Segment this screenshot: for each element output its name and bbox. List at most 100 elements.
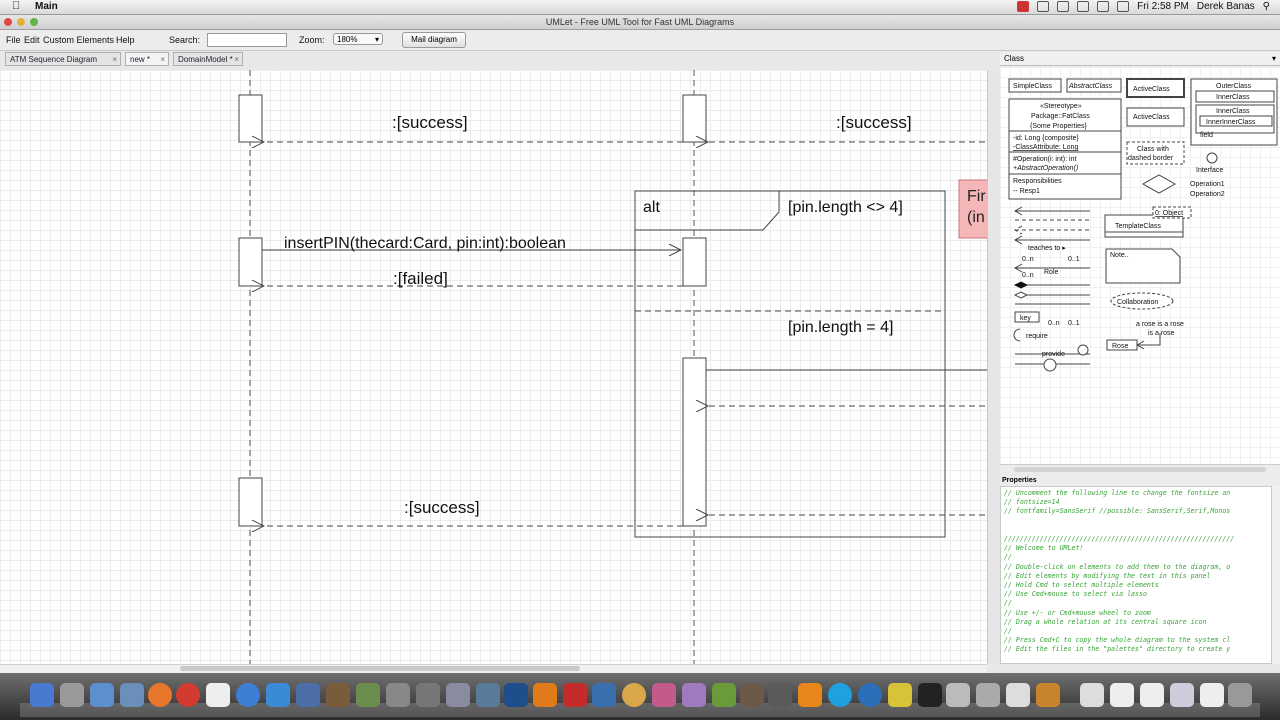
photo-icon[interactable] xyxy=(326,683,350,707)
fat-class-element[interactable] xyxy=(1008,98,1122,200)
activation-bar[interactable] xyxy=(682,357,707,527)
safari-icon[interactable] xyxy=(120,683,144,707)
activation-bar[interactable] xyxy=(238,477,263,527)
provide-icon[interactable] xyxy=(1077,344,1089,356)
app-menu-name[interactable]: Main xyxy=(35,1,58,12)
tools-icon[interactable] xyxy=(386,683,410,707)
close-icon[interactable]: × xyxy=(112,55,117,64)
sketch-icon[interactable] xyxy=(356,683,380,707)
clock[interactable]: Fri 2:58 PM xyxy=(1137,1,1189,12)
calculator-icon[interactable] xyxy=(946,683,970,707)
canvas-horizontal-scrollbar[interactable] xyxy=(0,664,987,673)
interface-icon[interactable] xyxy=(1206,152,1218,164)
palette-app-icon[interactable] xyxy=(622,683,646,707)
wifi-icon[interactable] xyxy=(1097,1,1110,12)
skype-icon[interactable] xyxy=(828,683,852,707)
menu-file[interactable]: File xyxy=(6,35,21,45)
app-icon[interactable] xyxy=(652,683,676,707)
globe-icon[interactable] xyxy=(858,683,882,707)
close-icon[interactable]: × xyxy=(234,55,239,64)
document-icon[interactable] xyxy=(1200,683,1224,707)
qualifier-box[interactable] xyxy=(1014,311,1040,323)
palette-selector[interactable]: Class ▾ xyxy=(1000,52,1280,66)
app-icon[interactable] xyxy=(1036,683,1060,707)
menu-help[interactable]: Help xyxy=(116,35,135,45)
app-icon[interactable] xyxy=(976,683,1000,707)
collaboration-element[interactable] xyxy=(1110,292,1174,310)
splitter[interactable] xyxy=(987,70,1000,664)
app-store-icon[interactable] xyxy=(266,683,290,707)
mail-icon[interactable] xyxy=(296,683,320,707)
port-icon[interactable] xyxy=(1043,358,1057,372)
preview-icon[interactable] xyxy=(90,683,114,707)
properties-editor[interactable]: // Uncomment the following line to chang… xyxy=(1000,486,1272,664)
diagram-canvas[interactable]: alt [pin.length <> 4] [pin.length = 4] :… xyxy=(0,70,987,664)
books-icon[interactable] xyxy=(740,683,764,707)
element-palette[interactable]: SimpleClass AbstractClass ActiveClass Ac… xyxy=(1000,67,1280,464)
trash-icon[interactable] xyxy=(1228,683,1252,707)
zoom-window-icon[interactable] xyxy=(30,18,38,26)
launchpad-icon[interactable] xyxy=(60,683,84,707)
document-icon[interactable] xyxy=(1170,683,1194,707)
menu-edit[interactable]: Edit xyxy=(24,35,40,45)
abstract-class-element[interactable] xyxy=(1066,78,1122,93)
active-class-element[interactable] xyxy=(1126,107,1185,127)
user-name[interactable]: Derek Banas xyxy=(1196,1,1255,12)
app-icon[interactable] xyxy=(682,683,706,707)
properties-scrollbar[interactable] xyxy=(1272,486,1280,664)
decision-diamond[interactable] xyxy=(1141,174,1177,194)
document-icon[interactable] xyxy=(1080,683,1104,707)
apple-icon[interactable]:  xyxy=(12,0,20,12)
display-icon[interactable] xyxy=(1077,1,1090,12)
tab-domain-model[interactable]: DomainModel * × xyxy=(173,52,243,66)
terminal-icon[interactable] xyxy=(918,683,942,707)
pink-note[interactable] xyxy=(958,179,987,239)
spotlight-icon[interactable]: ⚲ xyxy=(1262,1,1270,12)
note-element[interactable] xyxy=(1105,248,1181,284)
scroll-thumb[interactable] xyxy=(1014,467,1266,472)
inner-inner-class-element[interactable] xyxy=(1199,115,1273,127)
close-window-icon[interactable] xyxy=(4,18,12,26)
document-icon[interactable] xyxy=(1140,683,1164,707)
activation-bar[interactable] xyxy=(682,94,707,143)
system-icon[interactable] xyxy=(416,683,440,707)
activation-bar[interactable] xyxy=(238,237,263,287)
volume-icon[interactable] xyxy=(1117,1,1130,12)
vlc-icon[interactable] xyxy=(798,683,822,707)
document-icon[interactable] xyxy=(1110,683,1134,707)
activation-bar[interactable] xyxy=(682,237,707,287)
document-icon[interactable] xyxy=(1006,683,1030,707)
pen-icon[interactable] xyxy=(446,683,470,707)
screen-icon[interactable] xyxy=(1037,1,1050,12)
illustrator-icon[interactable] xyxy=(533,683,557,707)
palette-scrollbar[interactable] xyxy=(1000,464,1280,474)
alt-fragment[interactable] xyxy=(634,190,946,538)
object-element[interactable] xyxy=(1152,206,1192,219)
simple-class-element[interactable] xyxy=(1008,78,1062,93)
tab-new[interactable]: new * × xyxy=(125,52,169,66)
app-icon[interactable] xyxy=(476,683,500,707)
app-icon[interactable] xyxy=(888,683,912,707)
active-class-element[interactable] xyxy=(1126,78,1185,98)
activation-bar[interactable] xyxy=(238,94,263,143)
photoshop-icon[interactable] xyxy=(504,683,528,707)
scroll-thumb[interactable] xyxy=(180,666,580,671)
clapper-icon[interactable] xyxy=(768,683,792,707)
calendar-icon[interactable] xyxy=(206,683,230,707)
mail-diagram-button[interactable]: Mail diagram xyxy=(402,32,466,48)
relation-list[interactable] xyxy=(1013,206,1090,365)
acrobat-icon[interactable] xyxy=(563,683,587,707)
sync-icon[interactable] xyxy=(1057,1,1070,12)
finder-icon[interactable] xyxy=(30,683,54,707)
itunes-icon[interactable] xyxy=(236,683,260,707)
word-icon[interactable] xyxy=(592,683,616,707)
chrome-icon[interactable] xyxy=(176,683,200,707)
require-icon[interactable] xyxy=(1013,328,1021,342)
minimize-window-icon[interactable] xyxy=(17,18,25,26)
record-icon[interactable] xyxy=(1017,1,1030,12)
tab-atm-sequence-diagram[interactable]: ATM Sequence Diagram × xyxy=(5,52,121,66)
close-icon[interactable]: × xyxy=(160,55,165,64)
menu-custom-elements[interactable]: Custom Elements xyxy=(43,35,115,45)
zoom-select[interactable]: 180% ▾ xyxy=(333,33,383,45)
minecraft-icon[interactable] xyxy=(712,683,736,707)
